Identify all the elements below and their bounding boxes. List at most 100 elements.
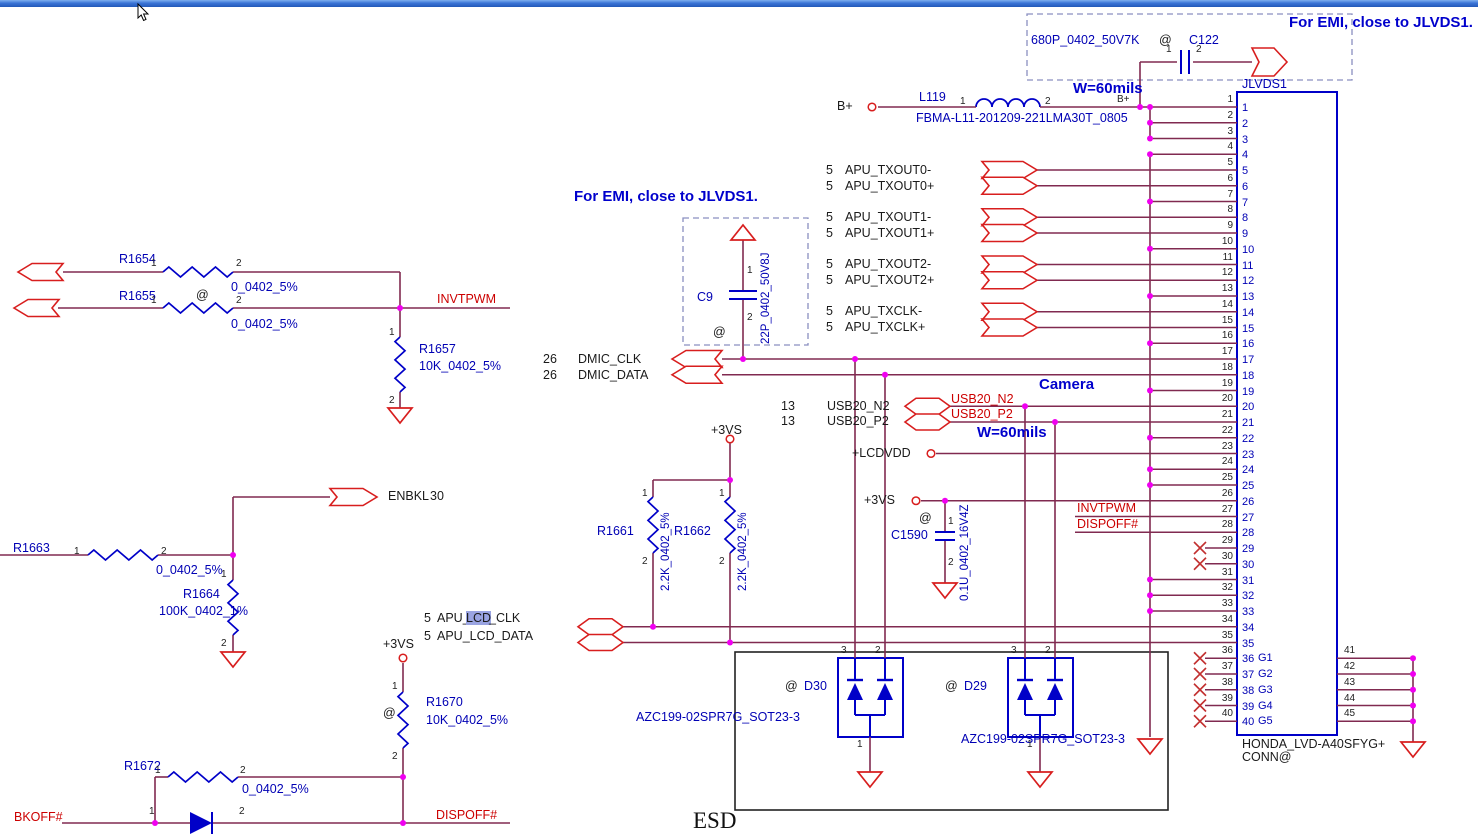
annotations-w60_top: W=60mils [1073, 80, 1143, 97]
connector-jlvds1-body[interactable] [1236, 91, 1338, 736]
pin-number-outer: 31 [1221, 566, 1233, 578]
pin-number-outer: 33 [1221, 598, 1233, 609]
pin-number-inner: 6 [1242, 180, 1249, 193]
pin-number-outer: 26 [1221, 487, 1233, 499]
components-r1670-value: 10K_0402_5% [426, 713, 509, 727]
nets-usb-1-page: 13 [781, 414, 795, 428]
nets-dmic-0-name: DMIC_CLK [578, 352, 642, 366]
nets-plus3vs_c: +3VS [383, 637, 414, 651]
pin-number-outer: 23 [1221, 440, 1233, 452]
pin-number-outer: 30 [1221, 550, 1233, 562]
nets-plus3vs_a: +3VS [711, 423, 742, 437]
component-symbols[interactable] [87, 50, 1190, 834]
nets-dispoff_conn: DISPOFF# [1077, 517, 1139, 531]
pin-number-outer: 15 [1221, 314, 1233, 326]
pin-number-outer: 24 [1221, 456, 1233, 468]
components-r1655-value: 0_0402_5% [231, 317, 298, 331]
pin-number-outer: 25 [1221, 472, 1233, 483]
components-d29-ref: D29 [964, 679, 987, 693]
components-c1590-p2: 2 [948, 557, 954, 568]
pin-number-inner: 16 [1242, 338, 1255, 351]
components-r1654-value: 0_0402_5% [231, 280, 298, 294]
pin-number-outer: 5 [1227, 157, 1233, 168]
pin-number-inner: 31 [1242, 574, 1255, 587]
components-d29-at: @ [945, 679, 958, 693]
pin-number-inner: 11 [1242, 259, 1254, 272]
components-r1663-p1: 1 [74, 546, 80, 557]
pin-number-inner: 19 [1242, 385, 1255, 398]
annotations-emi_mid: For EMI, close to JLVDS1. [574, 188, 758, 205]
nets-tx-7-name: APU_TXCLK+ [845, 320, 926, 334]
components-d29-value: AZC199-02SPR7G_SOT23-3 [961, 732, 1125, 746]
g-pin-name: G3 [1258, 683, 1273, 696]
mouse-cursor-icon [137, 2, 150, 22]
components-d29-p3: 3 [1011, 645, 1017, 656]
pin-number-inner: 10 [1242, 243, 1255, 256]
g-pin-number: 44 [1344, 692, 1356, 704]
pin-number-outer: 40 [1221, 708, 1233, 720]
pin-number-outer: 36 [1221, 645, 1233, 657]
components-c9-value: 22P_0402_50V8J [760, 252, 772, 344]
annotations-emi_top: For EMI, close to JLVDS1. [1289, 14, 1473, 31]
pin-number-outer: 28 [1221, 519, 1233, 531]
pin-number-inner: 1 [1242, 102, 1249, 114]
pin-number-outer: 22 [1221, 424, 1233, 436]
components-r1655-ref: R1655 [119, 289, 156, 303]
nets-lcdvdd: +LCDVDD [852, 446, 911, 460]
port-connectors[interactable] [12, 47, 1289, 652]
pin-number-outer: 20 [1221, 393, 1233, 405]
pin-number-outer: 18 [1221, 361, 1233, 373]
components-d30-value: AZC199-02SPR7G_SOT23-3 [636, 710, 800, 724]
connector-part_number: HONDA_LVD-A40SFYG+ [1242, 737, 1386, 751]
components-r1664-p1: 1 [221, 569, 227, 580]
pin-number-outer: 14 [1221, 298, 1233, 310]
pin-number-outer: 6 [1227, 172, 1233, 184]
components-r1670-p1: 1 [392, 681, 398, 692]
nets-usb_red-1: USB20_P2 [951, 407, 1013, 421]
annotations-esd_label: ESD [693, 808, 737, 833]
pin-number-outer: 13 [1221, 283, 1233, 294]
components-d_bottom-p1: 1 [149, 806, 155, 817]
components-r1661-value: 2.2K_0402_5% [660, 512, 672, 591]
pin-number-outer: 10 [1221, 235, 1233, 247]
pin-number-inner: 36 [1242, 653, 1255, 666]
g-pin-number: 45 [1344, 708, 1356, 720]
components-r1663-ref: R1663 [13, 541, 50, 555]
nets-tx-0-page: 5 [826, 163, 833, 177]
components-l119-ref: L119 [919, 90, 946, 104]
nets-plus3vs_b: +3VS [864, 493, 895, 507]
window-titlebar [0, 0, 1478, 7]
pin-number-inner: 40 [1242, 716, 1255, 729]
components-c1590-at: @ [919, 511, 932, 525]
components-r1661-p2: 2 [642, 556, 648, 567]
nets-invtpwm_conn: INVTPWM [1077, 501, 1137, 515]
pin-number-inner: 17 [1242, 354, 1255, 366]
components-r1672-p2: 2 [240, 765, 246, 776]
pin-number-outer: 9 [1227, 220, 1233, 231]
components-c1590-value: 0.1U_0402_16V4Z [959, 504, 971, 601]
components-d30-ref: D30 [804, 679, 827, 693]
emi-note-box-c9 [682, 217, 809, 346]
components-c9-ref: C9 [697, 290, 713, 304]
components-r1663-p2: 2 [161, 546, 167, 557]
nets-tx-3-page: 5 [826, 226, 833, 240]
g-pin-name: G5 [1258, 715, 1273, 728]
components-r1655-p1: 1 [151, 295, 157, 306]
components-r1664-p2: 2 [221, 638, 227, 649]
components-c122-at: @ [1159, 33, 1172, 47]
annotations-w60_mid: W=60mils [977, 424, 1047, 441]
components-r1670-at: @ [383, 706, 396, 720]
g-pin-number: 42 [1344, 661, 1356, 672]
components-r1657-value: 10K_0402_5% [419, 359, 502, 373]
pin-number-outer: 27 [1221, 503, 1233, 515]
inductor-l119-symbol[interactable] [975, 98, 1041, 108]
components-r1662-p2: 2 [719, 556, 725, 567]
components-d29-p2: 2 [1045, 645, 1051, 656]
components-r1672-ref: R1672 [124, 759, 161, 773]
components-r1672-p1: 1 [155, 765, 161, 776]
pin-number-outer: 11 [1222, 251, 1233, 263]
nets-dmic-1-page: 26 [543, 368, 557, 382]
nets-usb-1-name: USB20_P2 [827, 414, 889, 428]
nets-lcd_clk-page: 5 [424, 611, 431, 625]
